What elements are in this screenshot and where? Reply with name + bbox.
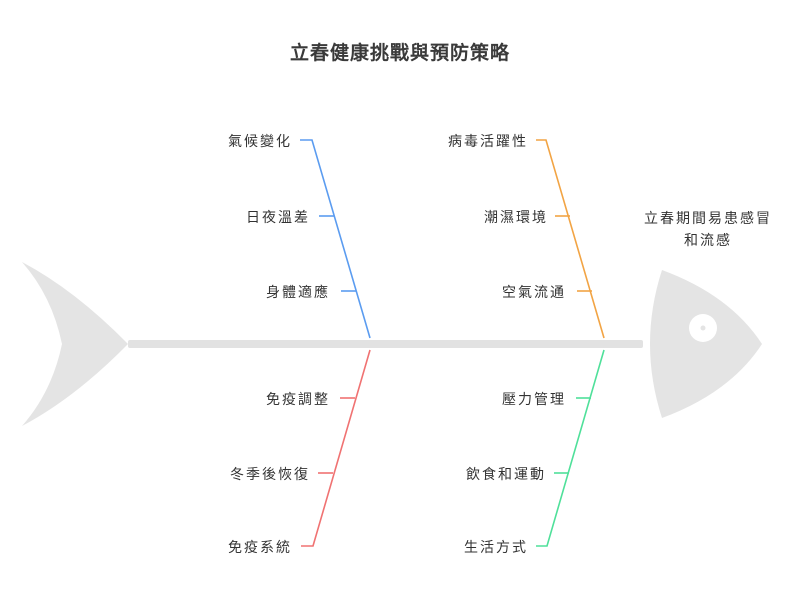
fish-spine xyxy=(128,340,643,348)
effect-label: 立春期間易患感冒 和流感 xyxy=(628,208,788,252)
bone-top-right xyxy=(536,139,605,339)
cause-label: 潮濕環境 xyxy=(484,210,548,226)
fish-tail xyxy=(22,262,128,426)
bone-bottom-right-main xyxy=(536,349,605,547)
cause-label: 氣候變化 xyxy=(228,134,292,150)
fish-eye-pupil xyxy=(700,325,706,331)
cause-label: 壓力管理 xyxy=(502,392,566,408)
cause-label: 病毒活躍性 xyxy=(448,134,528,150)
bone-top-left-main xyxy=(300,139,371,339)
cause-label: 日夜溫差 xyxy=(246,210,310,226)
cause-label: 免疫系統 xyxy=(228,540,292,556)
cause-label: 冬季後恢復 xyxy=(230,467,310,483)
cause-label: 免疫調整 xyxy=(266,392,330,408)
effect-line-1: 立春期間易患感冒 xyxy=(644,211,772,227)
cause-label: 空氣流通 xyxy=(502,285,566,301)
bone-bottom-left-main xyxy=(301,349,371,547)
fish-head xyxy=(650,270,762,418)
bone-top-right-main xyxy=(536,139,605,339)
cause-label: 生活方式 xyxy=(464,540,528,556)
bone-top-left xyxy=(300,139,371,339)
diagram-title: 立春健康挑戰與預防策略 xyxy=(289,42,510,64)
bone-bottom-right xyxy=(536,349,605,547)
cause-label: 飲食和運動 xyxy=(466,467,546,483)
bone-bottom-left xyxy=(301,349,371,547)
cause-label: 身體適應 xyxy=(266,285,330,301)
effect-line-2: 和流感 xyxy=(684,233,732,249)
